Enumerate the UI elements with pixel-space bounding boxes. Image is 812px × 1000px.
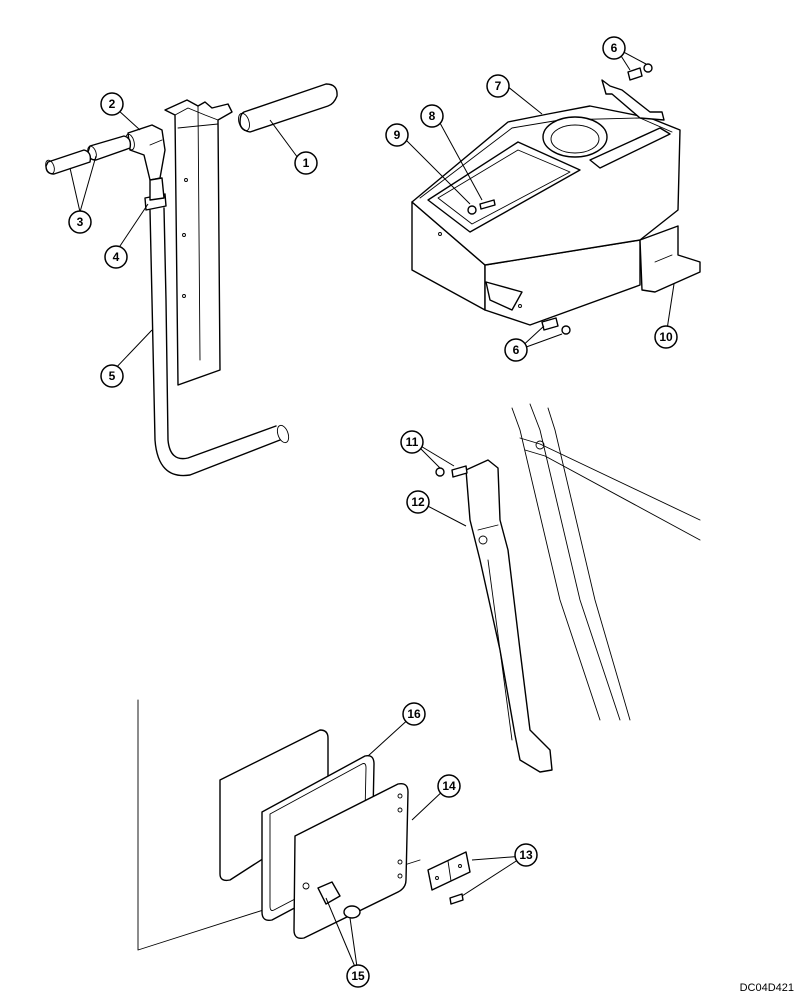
svg-text:7: 7	[495, 79, 502, 93]
handle-post-assembly	[45, 83, 338, 477]
nut-top	[627, 63, 653, 81]
callout-10: 10	[654, 325, 678, 349]
hose	[149, 177, 290, 477]
screw-washer	[467, 199, 496, 215]
hinge	[427, 851, 471, 905]
callout-8: 8	[420, 104, 444, 128]
svg-text:1: 1	[303, 156, 310, 170]
tee-fitting	[125, 124, 166, 181]
nut-bottom	[541, 317, 571, 335]
callout-1: 1	[294, 151, 318, 175]
latch	[317, 881, 361, 919]
callout-7: 7	[486, 74, 510, 98]
callout-13: 13	[514, 843, 538, 867]
svg-text:2: 2	[109, 97, 116, 111]
callout-11: 11	[400, 430, 424, 454]
svg-text:6: 6	[611, 41, 618, 55]
callout-2: 2	[100, 92, 124, 116]
callout-16: 16	[402, 702, 426, 726]
callout-5: 5	[100, 364, 124, 388]
left-grips	[45, 135, 132, 175]
right-grip	[238, 83, 338, 133]
svg-text:10: 10	[659, 330, 673, 344]
access-panel-assembly	[137, 699, 471, 951]
drawing-reference-code: DC04D421	[739, 982, 794, 994]
callout-6-bottom: 6	[504, 338, 528, 362]
callout-12: 12	[406, 490, 430, 514]
pillar-assembly	[435, 403, 701, 773]
callout-9: 9	[385, 123, 409, 147]
svg-text:3: 3	[77, 215, 84, 229]
svg-text:15: 15	[351, 969, 365, 983]
callout-6-top: 6	[602, 36, 626, 60]
svg-text:9: 9	[394, 128, 401, 142]
svg-text:13: 13	[519, 848, 533, 862]
callout-14: 14	[437, 774, 461, 798]
pillar-screws	[435, 465, 468, 478]
console-assembly	[411, 63, 701, 335]
callout-3: 3	[68, 210, 92, 234]
svg-text:14: 14	[442, 779, 456, 793]
svg-text:11: 11	[406, 435, 419, 449]
svg-text:12: 12	[411, 495, 425, 509]
callout-15: 15	[346, 964, 370, 988]
svg-text:16: 16	[407, 707, 421, 721]
post	[164, 99, 233, 386]
svg-text:4: 4	[113, 250, 120, 264]
svg-text:8: 8	[429, 109, 436, 123]
svg-text:6: 6	[513, 343, 520, 357]
callout-4: 4	[104, 245, 128, 269]
svg-text:5: 5	[109, 369, 116, 383]
